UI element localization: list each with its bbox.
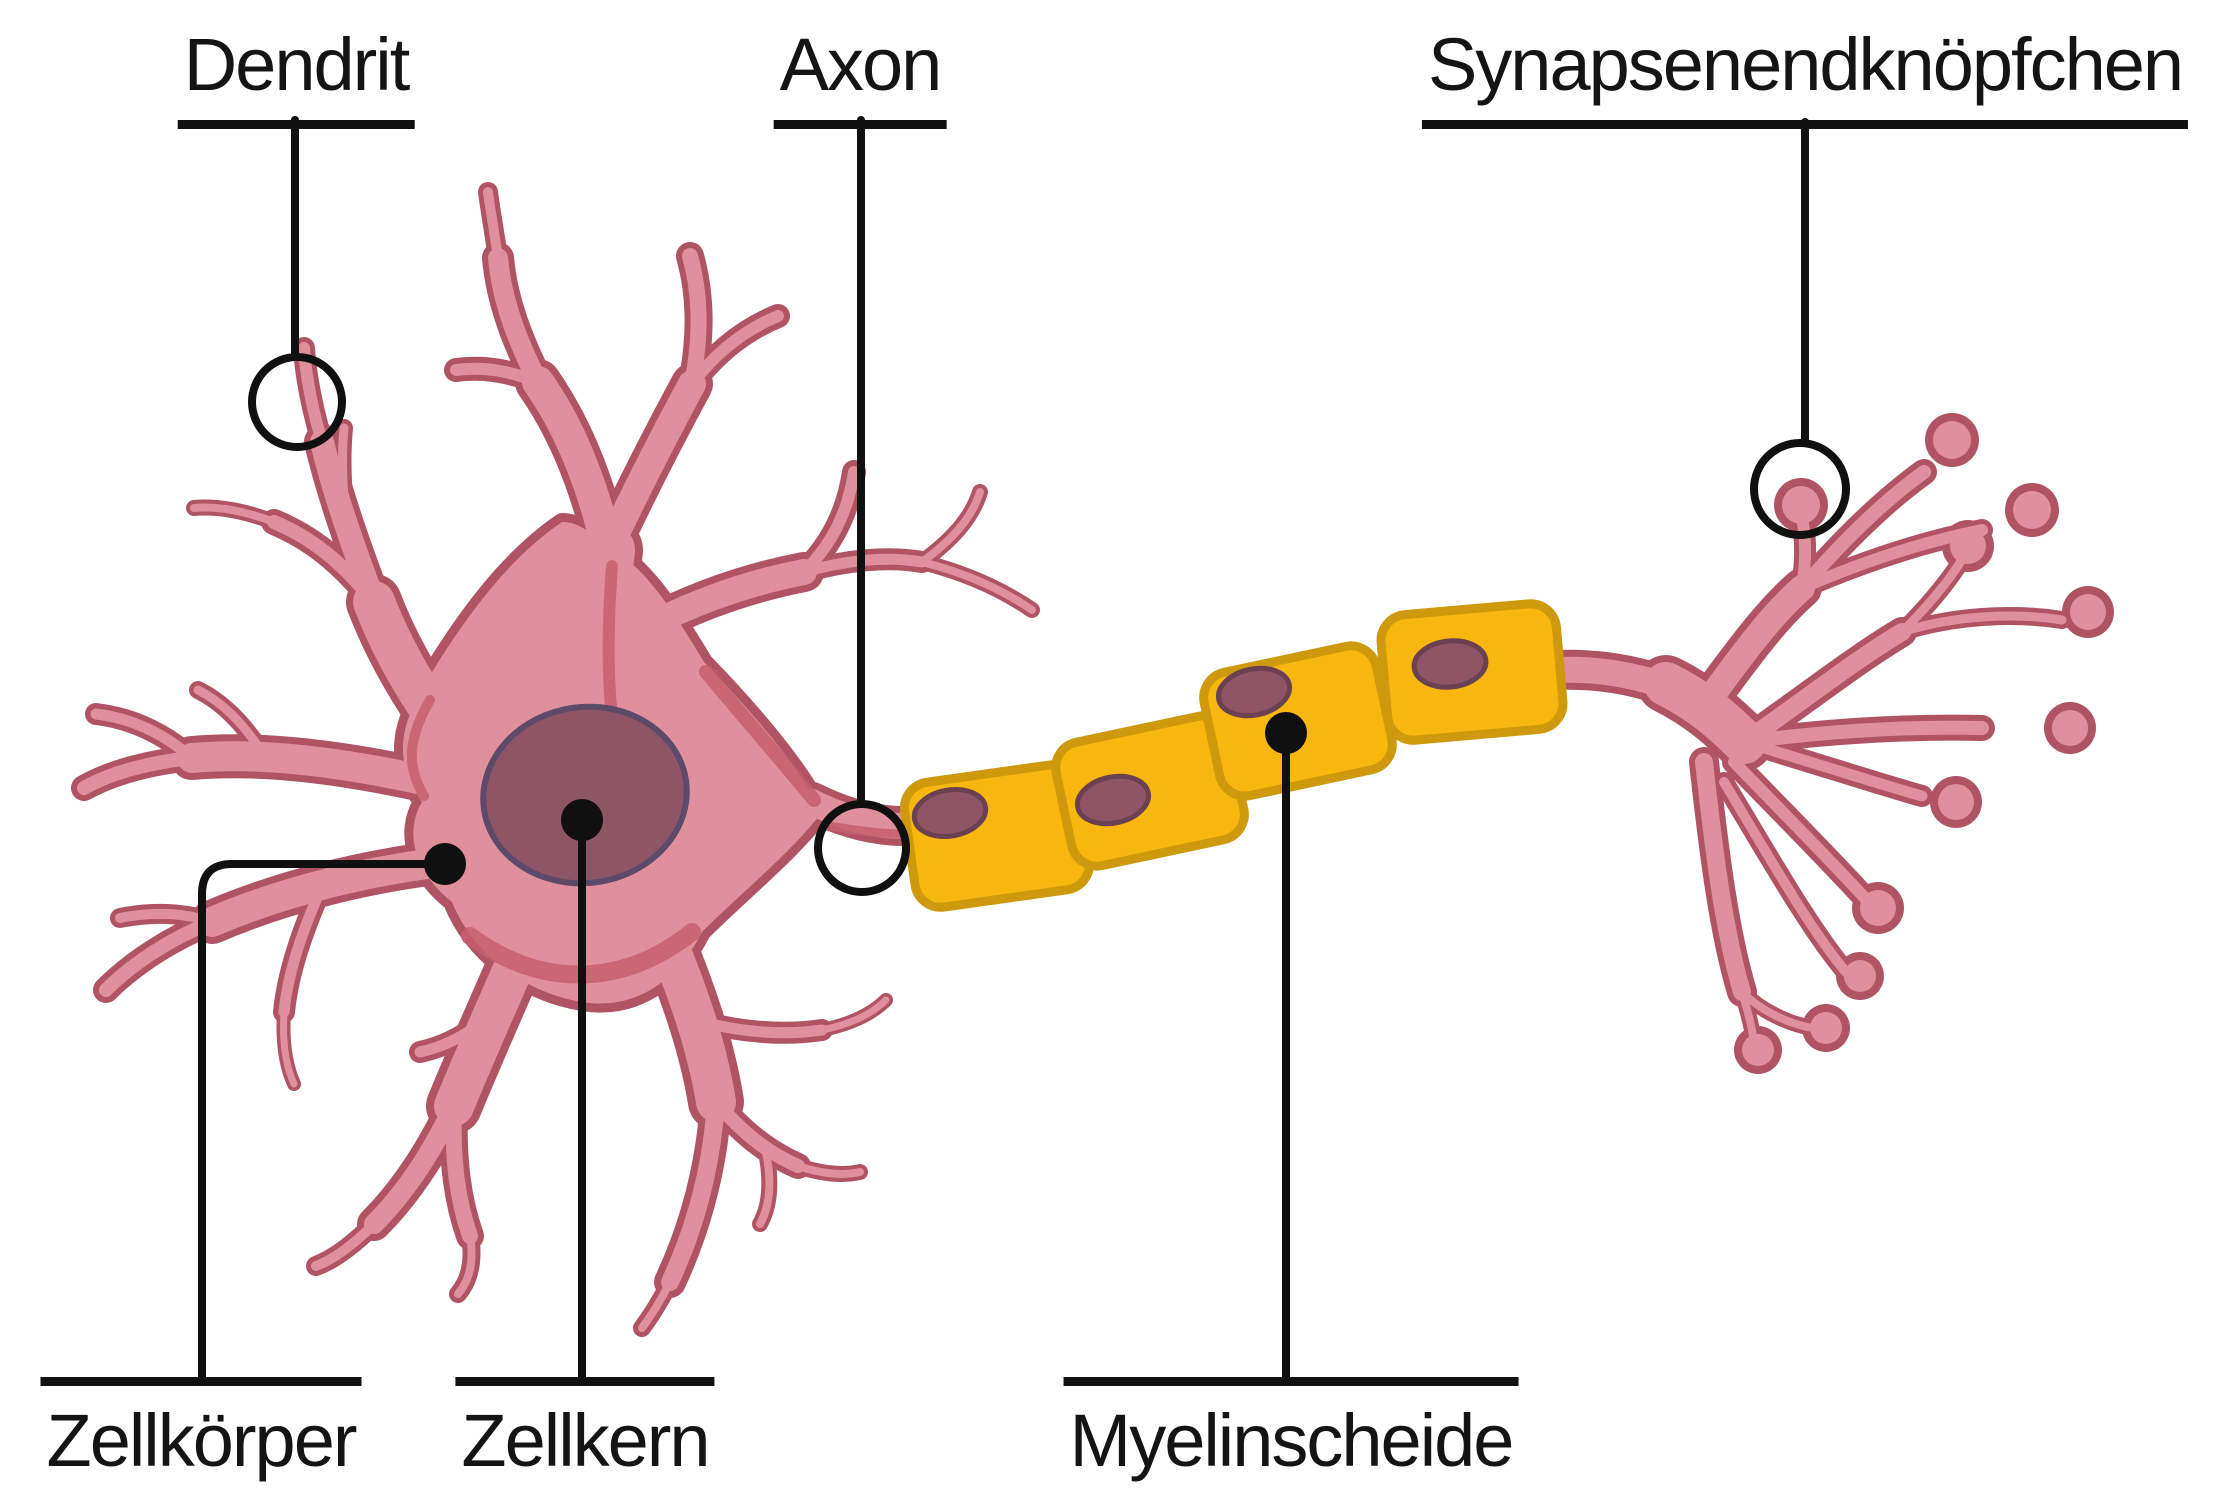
label-axon: Axon <box>773 26 947 129</box>
label-synapsenendknoepfchen: Synapsenendknöpfchen <box>1421 26 2189 129</box>
annotation-dot-zellkoerper <box>424 843 466 885</box>
annotation-layer <box>198 116 1850 1385</box>
synaptic-bulbs <box>1742 421 2106 1066</box>
neuron-fill-layer <box>84 192 2106 1328</box>
annotation-dot-zellkern <box>561 799 603 841</box>
leader-line-zellkoerper <box>198 860 449 1385</box>
cell-nucleus <box>480 703 690 887</box>
label-dendrit: Dendrit <box>177 26 415 129</box>
annotation-circle-dendrit <box>248 353 346 451</box>
label-myelinscheide: Myelinscheide <box>1063 1377 1519 1480</box>
label-zellkern: Zellkern <box>455 1377 715 1480</box>
label-zellkoerper: Zellkörper <box>40 1377 362 1480</box>
annotation-circle-synapsenendknoepfchen <box>1750 439 1850 539</box>
annotation-circle-axon <box>814 800 910 896</box>
annotation-dot-myelinscheide <box>1265 712 1307 754</box>
